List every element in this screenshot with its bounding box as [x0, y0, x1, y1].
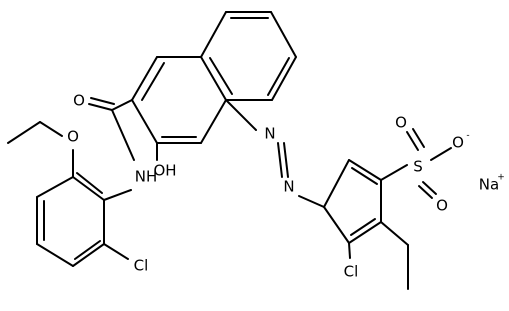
atom-chlorine-anilide: Cl — [134, 257, 149, 275]
atom-hydroxyl: OH — [153, 162, 176, 180]
bond-lines — [7, 11, 452, 290]
oxygen-negative-charge: - — [466, 131, 469, 141]
atom-sulfur: S — [413, 158, 423, 176]
atom-chlorine-ring: Cl — [344, 263, 359, 281]
atom-sulfonyl-oxygen-bottom: O — [436, 197, 448, 215]
atom-sulfonate-oxygen-anion: O — [452, 134, 464, 152]
atom-labels: O NH O OH N N Cl Cl S O O - O Na + — [67, 92, 505, 281]
sodium-positive-charge: + — [497, 173, 505, 183]
atom-azo-nitrogen-1: N — [264, 125, 275, 143]
atom-ether-oxygen: O — [67, 128, 79, 146]
sodium-counterion: Na — [479, 176, 499, 194]
atom-sulfonyl-oxygen-top: O — [395, 114, 407, 132]
atom-carbonyl-oxygen: O — [73, 92, 85, 110]
atom-azo-nitrogen-2: N — [283, 178, 294, 196]
atom-amide-nitrogen: NH — [135, 168, 158, 186]
